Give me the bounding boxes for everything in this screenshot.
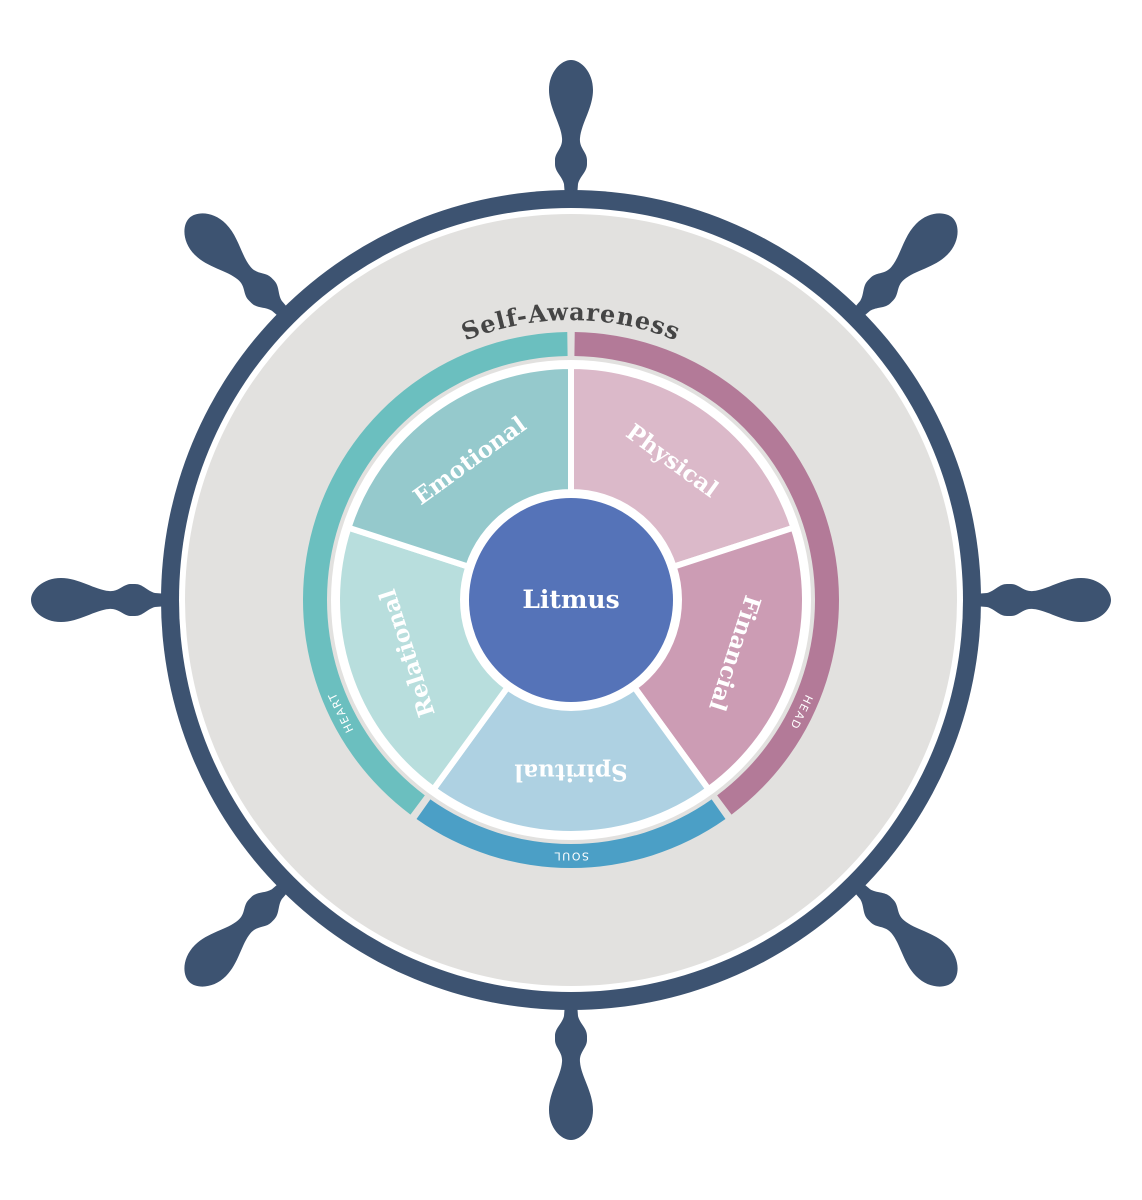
wheel-handle xyxy=(843,213,958,328)
wheel-handle xyxy=(549,990,593,1140)
center-circle xyxy=(469,498,673,702)
band-head xyxy=(574,332,840,815)
wheel-handle xyxy=(184,213,299,328)
wheel-handles xyxy=(31,60,1111,1140)
wheel-handle xyxy=(961,578,1111,622)
center-label: Litmus xyxy=(522,585,619,614)
band-heart xyxy=(302,332,568,815)
wheel-handle xyxy=(843,872,958,987)
band-soul xyxy=(416,799,726,868)
segments: PhysicalFinancialSpiritualRelationalEmot… xyxy=(333,362,809,837)
wheel-handle xyxy=(549,60,593,210)
band-label-soul: SOUL xyxy=(553,850,589,863)
wheel-handle xyxy=(31,578,181,622)
wheel-handle xyxy=(184,872,299,987)
segment-label-spiritual: Spiritual xyxy=(514,759,628,786)
